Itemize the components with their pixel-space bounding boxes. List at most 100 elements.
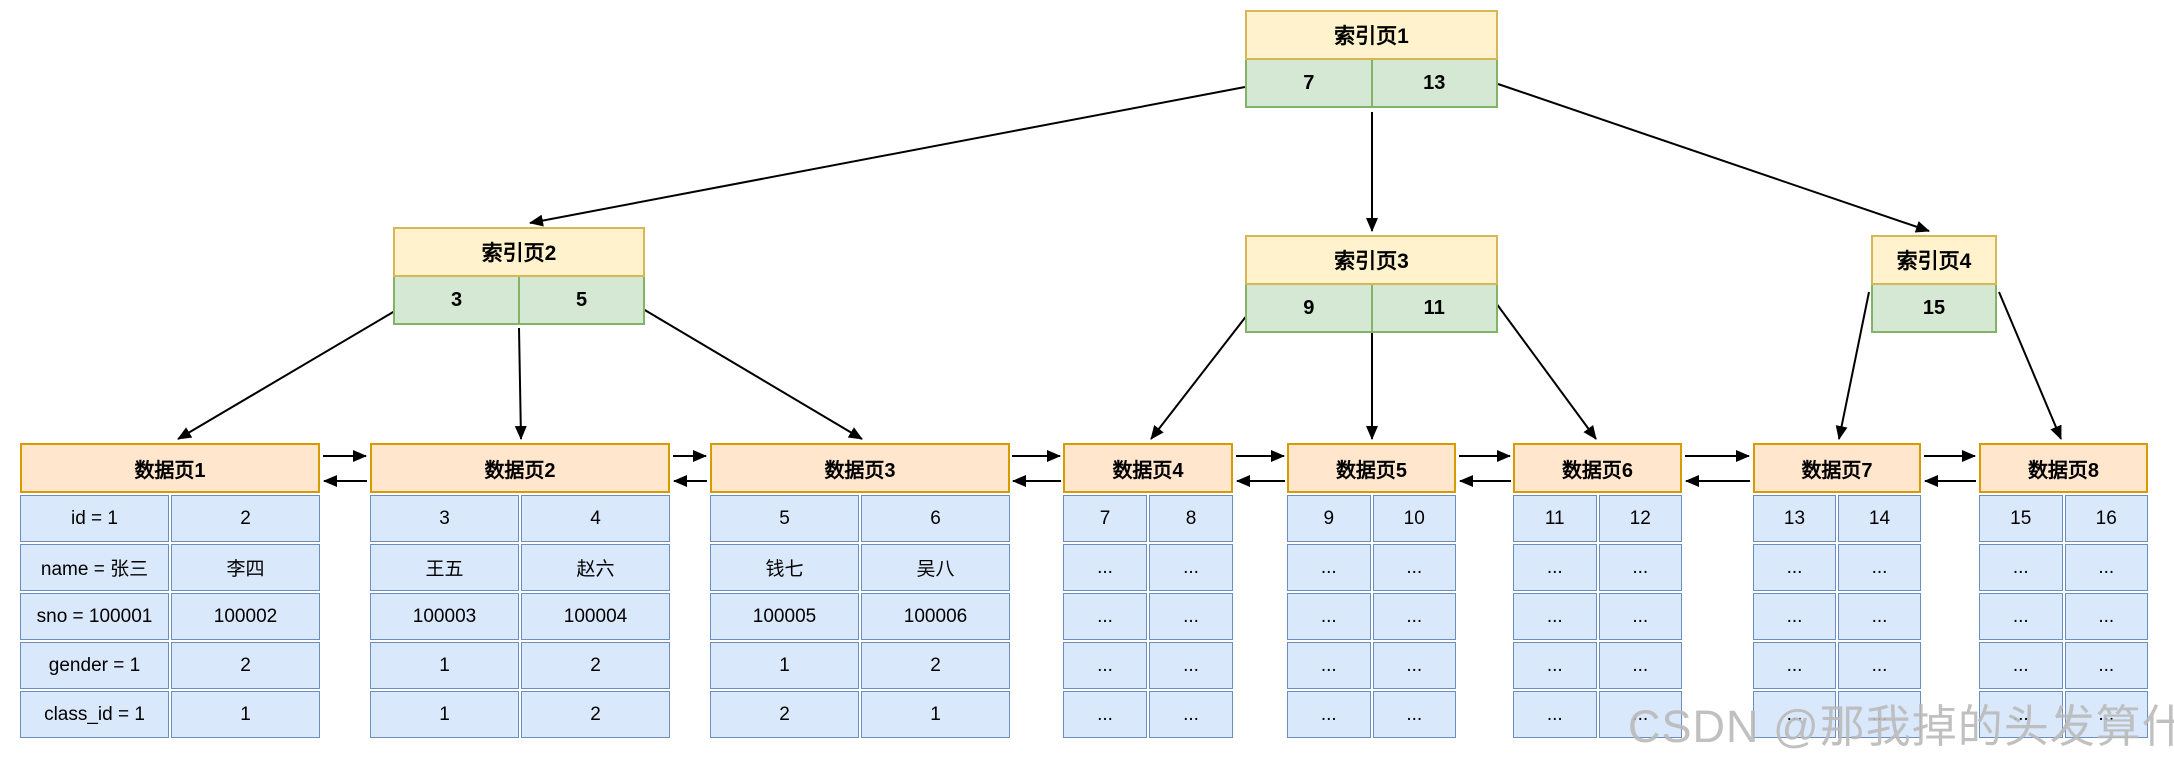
index-key: 9 xyxy=(1303,296,1315,319)
data-cell: ... xyxy=(1372,544,1456,591)
data-page-1-grid: id = 1 2 name = 张三 李四 sno = 100001 10000… xyxy=(20,493,320,738)
data-cell: ... xyxy=(1149,642,1233,689)
data-cell: 2 xyxy=(521,642,670,689)
data-cell: ... xyxy=(1149,593,1233,640)
arrow-index2-to-data2 xyxy=(514,327,527,440)
data-cell: 吴八 xyxy=(861,544,1010,591)
data-cell: 10 xyxy=(1372,495,1456,542)
data-cell: 2 xyxy=(171,495,320,542)
index-page-4-keys: 15 xyxy=(1871,285,1997,333)
data-page-1: 数据页1 id = 1 2 name = 张三 李四 sno = 100001 … xyxy=(20,443,320,738)
data-cell: ... xyxy=(1598,691,1682,738)
data-cell: ... xyxy=(1598,593,1682,640)
data-cell: ... xyxy=(2064,691,2148,738)
index-page-2-title: 索引页2 xyxy=(393,227,645,277)
data-cell: ... xyxy=(1979,642,2063,689)
data-cell: ... xyxy=(1513,642,1597,689)
data-page-2-grid: 3 4 王五 赵六 100003 100004 1 2 1 2 xyxy=(370,493,670,738)
index-key: 3 xyxy=(450,288,463,311)
data-cell: 100004 xyxy=(521,593,670,640)
index-page-2-keys: 3 5 xyxy=(393,277,645,325)
data-cell: ... xyxy=(1149,544,1233,591)
data-cell: gender = 1 xyxy=(20,642,169,689)
data-page-6-title: 数据页6 xyxy=(1513,443,1682,493)
data-cell: class_id = 1 xyxy=(20,691,169,738)
data-cell: ... xyxy=(1513,544,1597,591)
data-page-8: 数据页8 15 16 ... ... ... ... ... ... ... .… xyxy=(1979,443,2148,738)
data-cell: 1 xyxy=(370,642,519,689)
data-page-3-grid: 5 6 钱七 吴八 100005 100006 1 2 2 1 xyxy=(710,493,1010,738)
data-cell: ... xyxy=(1838,691,1921,738)
index-page-1-title: 索引页1 xyxy=(1245,10,1498,60)
data-cell: 2 xyxy=(710,691,859,738)
index-key: 5 xyxy=(518,277,643,323)
data-cell: ... xyxy=(2064,593,2148,640)
data-cell: ... xyxy=(1753,642,1836,689)
data-cell: ... xyxy=(2064,642,2148,689)
data-cell: ... xyxy=(1372,691,1456,738)
data-cell: 11 xyxy=(1513,495,1597,542)
data-page-7-title: 数据页7 xyxy=(1753,443,1921,493)
data-cell: 2 xyxy=(861,642,1010,689)
data-page-5-grid: 9 10 ... ... ... ... ... ... ... ... xyxy=(1287,493,1456,738)
data-cell: ... xyxy=(1753,691,1836,738)
arrow-index2-to-data1 xyxy=(177,307,401,440)
data-cell: 3 xyxy=(370,495,519,542)
index-page-3-keys: 9 11 xyxy=(1245,285,1498,333)
data-cell: ... xyxy=(1372,642,1456,689)
data-page-2: 数据页2 3 4 王五 赵六 100003 100004 1 2 1 2 xyxy=(370,443,670,738)
data-cell: ... xyxy=(1979,544,2063,591)
data-cell: ... xyxy=(1838,642,1921,689)
data-cell: 100005 xyxy=(710,593,859,640)
data-cell: ... xyxy=(1287,593,1371,640)
data-cell: 4 xyxy=(521,495,670,542)
data-cell: ... xyxy=(1372,593,1456,640)
data-cell: 8 xyxy=(1149,495,1233,542)
data-cell: 2 xyxy=(171,642,320,689)
data-cell: ... xyxy=(1838,593,1921,640)
data-cell: ... xyxy=(2064,544,2148,591)
data-page-3: 数据页3 5 6 钱七 吴八 100005 100006 1 2 2 1 xyxy=(710,443,1010,738)
data-page-7: 数据页7 13 14 ... ... ... ... ... ... ... .… xyxy=(1753,443,1921,738)
data-cell: 7 xyxy=(1063,495,1147,542)
data-page-4: 数据页4 7 8 ... ... ... ... ... ... ... ... xyxy=(1063,443,1233,738)
data-cell: 100002 xyxy=(171,593,320,640)
data-cell: ... xyxy=(1838,544,1921,591)
arrow-index3-to-data4 xyxy=(1150,309,1252,440)
data-page-7-grid: 13 14 ... ... ... ... ... ... ... ... xyxy=(1753,493,1921,738)
data-page-4-grid: 7 8 ... ... ... ... ... ... ... ... xyxy=(1063,493,1233,738)
data-cell: 2 xyxy=(521,691,670,738)
index-key: 7 xyxy=(1303,71,1315,94)
data-page-2-title: 数据页2 xyxy=(370,443,670,493)
data-cell: ... xyxy=(1753,593,1836,640)
data-cell: 6 xyxy=(861,495,1010,542)
data-cell: ... xyxy=(1513,593,1597,640)
data-cell: 100003 xyxy=(370,593,519,640)
data-cell: ... xyxy=(1513,691,1597,738)
data-cell: 100006 xyxy=(861,593,1010,640)
data-cell: id = 1 xyxy=(20,495,169,542)
arrow-index2-to-data3 xyxy=(637,305,863,440)
index-page-3: 索引页3 9 11 xyxy=(1245,235,1498,333)
data-cell: sno = 100001 xyxy=(20,593,169,640)
data-cell: ... xyxy=(1063,544,1147,591)
data-cell: ... xyxy=(1598,544,1682,591)
data-cell: 16 xyxy=(2064,495,2148,542)
data-page-1-title: 数据页1 xyxy=(20,443,320,493)
data-cell: 14 xyxy=(1838,495,1921,542)
data-cell: 5 xyxy=(710,495,859,542)
data-cell: 15 xyxy=(1979,495,2063,542)
arrow-index1-to-index2 xyxy=(529,86,1246,227)
index-key: 15 xyxy=(1922,296,1946,319)
data-cell: ... xyxy=(1598,642,1682,689)
data-page-4-title: 数据页4 xyxy=(1063,443,1233,493)
data-cell: 1 xyxy=(861,691,1010,738)
data-cell: ... xyxy=(1753,544,1836,591)
index-page-1-keys: 7 13 xyxy=(1245,60,1498,108)
data-cell: ... xyxy=(1287,642,1371,689)
data-cell: ... xyxy=(1287,691,1371,738)
index-key: 13 xyxy=(1370,60,1497,106)
index-page-4: 索引页4 15 xyxy=(1871,235,1997,333)
data-cell: 李四 xyxy=(171,544,320,591)
